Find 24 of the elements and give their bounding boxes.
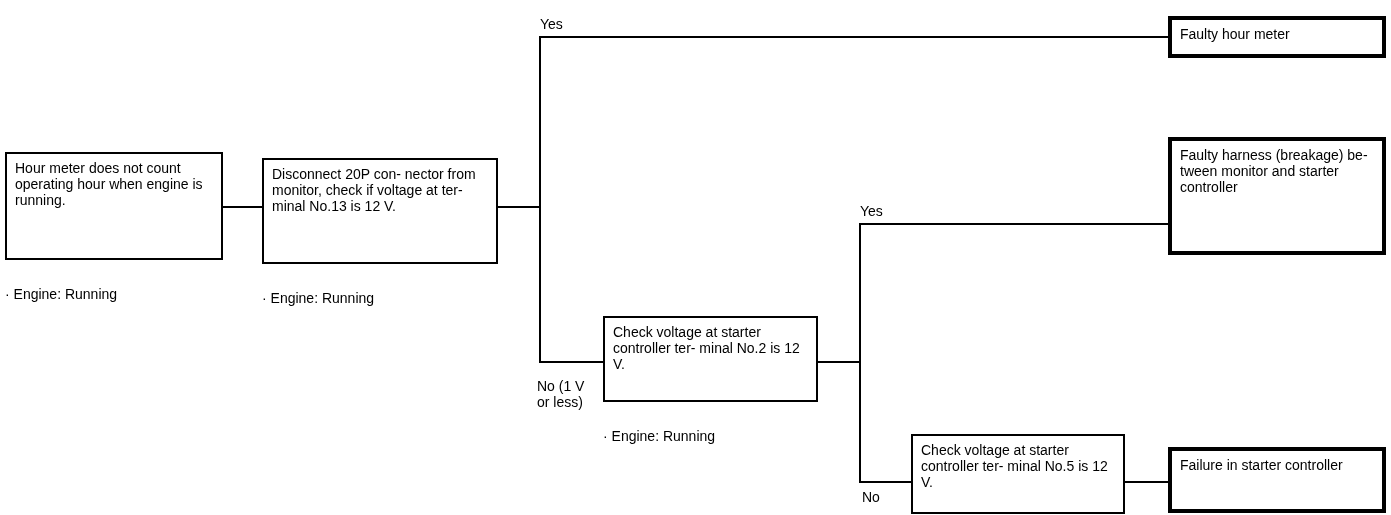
edge-label: Yes: [539, 16, 564, 32]
connector-line: [817, 361, 912, 483]
condition-note: · Engine: Running: [262, 290, 375, 306]
connector-line: [222, 206, 263, 208]
step-text: Check voltage at starter controller ter- minal No.5 is 12 V.: [921, 442, 1109, 490]
edge-label: Yes: [859, 203, 884, 219]
step-text: Check voltage at starter controller ter- minal No.2 is 12 V.: [613, 324, 801, 372]
step-text: Faulty harness (breakage) be- tween monitor and starter controller: [1180, 147, 1369, 195]
condition-note: · Engine: Running: [603, 428, 716, 444]
result-box: [1168, 137, 1386, 255]
process-box: [603, 316, 818, 402]
edge-label: No: [861, 489, 881, 505]
condition-note: · Engine: Running: [5, 286, 118, 302]
process-box: [911, 434, 1125, 514]
connector-line: [497, 206, 604, 363]
connector-line: [1124, 481, 1169, 483]
step-text: Disconnect 20P con- nector from monitor, check if voltage at ter- minal No.13 is 12 V.: [272, 166, 477, 214]
step-text: Hour meter does not count operating hour when engine is running.: [15, 160, 204, 208]
process-box: [5, 152, 223, 260]
process-box: [262, 158, 498, 264]
result-box: [1168, 16, 1386, 58]
step-text: Faulty hour meter: [1180, 26, 1291, 42]
result-box: [1168, 447, 1386, 513]
step-text: Failure in starter controller: [1180, 457, 1344, 473]
